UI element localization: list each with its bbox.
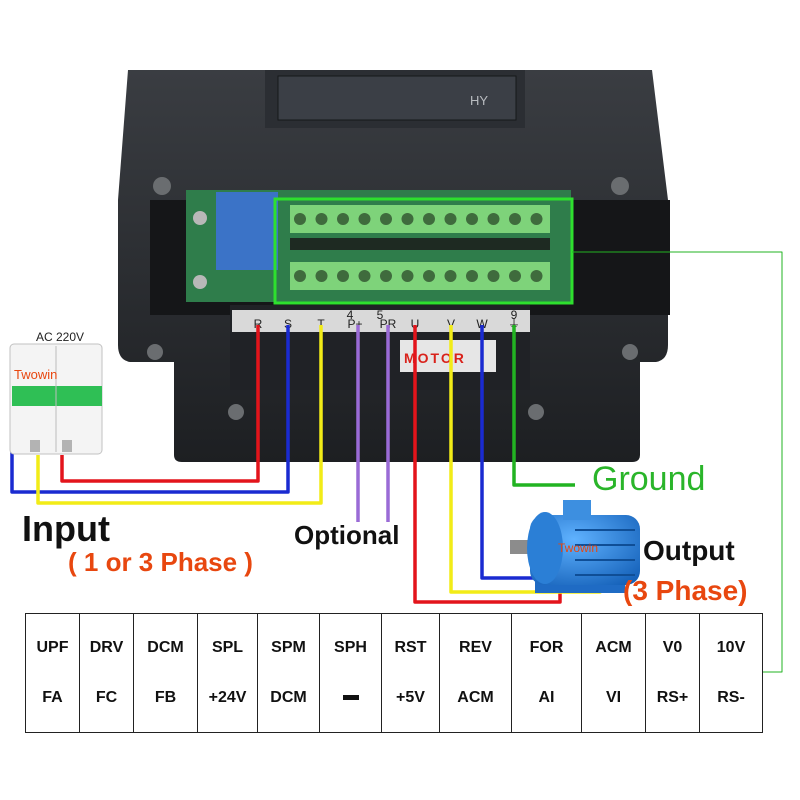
output-label: Output [643,535,735,566]
circuit-breaker [9,343,103,455]
terminal-cell: SPL +24V [197,613,258,733]
optional-label: Optional [294,520,400,550]
terminal-screw [294,213,306,225]
wire-output-red [413,325,562,604]
breaker-brand: Twowin [14,367,57,382]
input-phase-label: ( 1 or 3 Phase ) [68,547,253,577]
power-terminal-header-mark: 4 [347,308,354,322]
motor [510,500,640,593]
terminal-bottom-label: +5V [396,689,425,706]
terminal-screw [423,213,435,225]
terminal-screw [401,270,414,282]
terminal-row: UPF FA DRV FC DCM FB SPL +24V SPM DCM SPH RST +5V REV… [25,613,763,733]
terminal-top-label: V0 [662,639,683,656]
relay [216,192,278,270]
wire-output-blue [480,325,545,580]
terminal-top-label: 10V [716,639,746,656]
terminal-top-label: REV [459,639,492,656]
terminal-bottom-label: FA [42,689,63,706]
power-terminal-mark: V [447,317,455,331]
terminal-screw [315,270,328,282]
input-label: Input [22,508,110,549]
power-terminal-mark: PR [380,317,397,331]
terminal-screw [380,270,392,282]
wires [10,251,783,673]
terminal-cell: RST +5V [381,613,440,733]
terminal-bottom-label: VI [605,689,622,706]
terminal-cell: REV ACM [439,613,512,733]
terminal-screw [401,213,414,225]
terminal-screw [358,213,371,225]
terminal-bottom-label: +24V [208,689,247,706]
terminal-cell: ACM VI [581,613,646,733]
control-terminal-highlight [273,197,574,305]
control-terminal-strip [290,205,550,290]
terminal-top-label: SPH [334,639,367,656]
terminal-cell: DCM FB [133,613,198,733]
power-terminal-mark: S [284,317,292,331]
terminal-bottom-label: AI [538,689,555,706]
terminal-top-label: UPF [36,639,69,656]
motor-plate: MOTOR [404,350,466,366]
terminal-screw [466,213,478,225]
terminal-screw [530,213,543,225]
terminal-cell: FOR AI [511,613,582,733]
terminal-bottom-label [320,686,381,710]
terminal-top-label: SPM [271,639,306,656]
power-terminal-header-mark: 9 [511,308,518,322]
terminal-cell: SPM DCM [257,613,320,733]
brand-label: HY [470,93,488,108]
power-terminal-mark: R [254,317,263,331]
terminal-bottom-label: RS+ [656,689,689,706]
power-terminal-mark: T [317,317,325,331]
terminal-cell: DRV FC [79,613,134,733]
terminal-screw [444,270,457,282]
terminal-bottom-label: FB [154,689,177,706]
terminal-bottom-label: DCM [270,689,307,706]
terminal-screw [337,270,349,282]
terminal-screw [509,270,521,282]
terminal-bottom-label: RS- [717,689,745,706]
terminal-top-label: DRV [89,639,124,656]
terminal-screw [315,213,328,225]
terminal-cell: SPH [319,613,382,733]
power-terminal-mark: U [411,317,420,331]
terminal-bottom-label: FC [95,689,118,706]
terminal-screw [487,213,500,225]
power-terminal-mark: ⏚ [508,317,520,331]
power-terminal-mark: W [476,317,488,331]
terminal-screw [358,270,371,282]
terminal-cell: UPF FA [25,613,80,733]
power-terminal-header-mark: 5 [377,308,384,322]
wire-ground-green [512,325,575,487]
terminal-screw [444,213,457,225]
terminal-screw [380,213,392,225]
terminal-cell: 10V RS- [699,613,763,733]
terminal-screw [509,213,521,225]
motor-brand: Twowin [558,541,598,555]
terminal-top-label: FOR [529,639,564,656]
terminal-screw [466,270,478,282]
terminal-reference-table: UPF FA DRV FC DCM FB SPL +24V SPM DCM SPH RST +5V REV… [25,613,763,733]
wire-rs485-green [572,251,783,673]
breaker-rating: AC 220V [36,330,84,344]
terminal-screw [294,270,306,282]
ground-label: Ground [592,460,706,498]
output-phase-label: (3 Phase) [623,575,748,606]
terminal-screw [337,213,349,225]
wire-input-yellow [36,325,323,505]
terminal-bottom-label: ACM [457,689,494,706]
terminal-top-label: RST [394,639,427,656]
terminal-top-label: DCM [147,639,184,656]
terminal-screw [487,270,500,282]
wire-input-red [60,325,260,483]
terminal-top-label: ACM [595,639,632,656]
dash-symbol [342,695,359,701]
terminal-screw [423,270,435,282]
terminal-top-label: SPL [211,639,244,656]
terminal-screw [530,270,543,282]
